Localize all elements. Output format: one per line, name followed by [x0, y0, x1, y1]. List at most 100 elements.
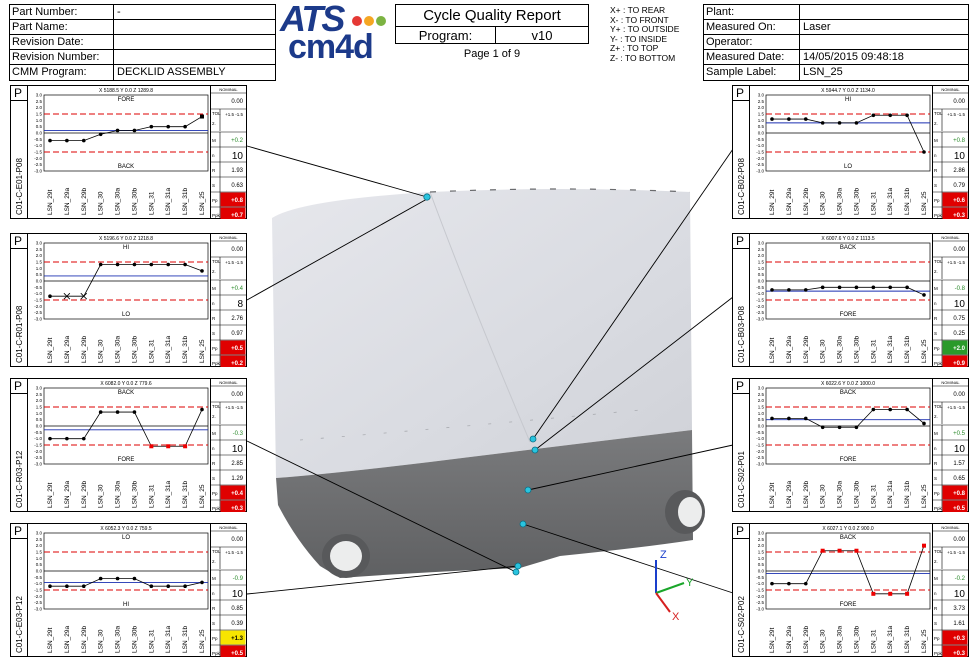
data-point[interactable] — [803, 416, 808, 421]
sample-label: LSN_25 — [921, 484, 928, 508]
data-point[interactable] — [81, 436, 86, 441]
data-point[interactable] — [149, 124, 154, 129]
data-point[interactable] — [115, 576, 120, 581]
data-point[interactable] — [888, 285, 893, 290]
data-point[interactable] — [854, 285, 859, 290]
data-point[interactable] — [166, 262, 171, 267]
data-point[interactable] — [837, 548, 842, 553]
measurement-points[interactable] — [423, 193, 539, 576]
chart-direction-bottom: HI — [123, 602, 129, 608]
data-point[interactable] — [81, 138, 86, 143]
data-point[interactable] — [820, 548, 825, 553]
data-point[interactable] — [183, 262, 187, 267]
data-point[interactable] — [98, 262, 103, 267]
data-point[interactable] — [132, 262, 137, 267]
data-point[interactable] — [98, 410, 103, 414]
range-label: R — [212, 316, 216, 321]
data-point[interactable] — [65, 138, 69, 143]
data-point[interactable] — [183, 584, 187, 588]
data-point[interactable] — [820, 121, 825, 125]
data-point[interactable] — [48, 138, 52, 143]
count-label: n — [934, 446, 937, 451]
data-point[interactable] — [200, 407, 204, 412]
data-point[interactable] — [166, 584, 171, 588]
data-point[interactable] — [770, 288, 774, 292]
data-point[interactable] — [149, 262, 154, 267]
data-point[interactable] — [837, 425, 842, 430]
data-point[interactable] — [922, 293, 926, 297]
data-point[interactable] — [854, 425, 859, 430]
data-point[interactable] — [48, 436, 52, 441]
data-point[interactable] — [820, 425, 825, 430]
data-point-outlier[interactable] — [63, 292, 71, 300]
data-point[interactable] — [115, 262, 120, 267]
data-point[interactable] — [183, 444, 188, 449]
data-point[interactable] — [787, 117, 791, 121]
data-point[interactable] — [871, 285, 876, 290]
data-point[interactable] — [787, 581, 791, 586]
data-point[interactable] — [98, 576, 103, 581]
data-point[interactable] — [837, 285, 842, 290]
data-point[interactable] — [200, 580, 204, 585]
data-point-outlier[interactable] — [80, 292, 88, 300]
data-point[interactable] — [48, 294, 52, 298]
data-point[interactable] — [65, 584, 69, 588]
data-point[interactable] — [200, 114, 204, 119]
data-point[interactable] — [803, 581, 808, 586]
data-point[interactable] — [888, 407, 893, 412]
data-point[interactable] — [871, 407, 876, 412]
data-point[interactable] — [803, 288, 808, 292]
data-point[interactable] — [132, 128, 137, 133]
data-point[interactable] — [149, 444, 154, 449]
data-point[interactable] — [922, 150, 926, 154]
data-point[interactable] — [888, 113, 893, 118]
data-point[interactable] — [820, 285, 825, 290]
data-point[interactable] — [81, 584, 86, 588]
data-point[interactable] — [905, 113, 909, 118]
data-point[interactable] — [871, 591, 876, 596]
y-tick-label: 1.5 — [36, 405, 43, 410]
data-point[interactable] — [149, 584, 154, 588]
data-point[interactable] — [837, 121, 842, 125]
data-point[interactable] — [871, 113, 876, 118]
data-point[interactable] — [115, 128, 120, 133]
data-point[interactable] — [183, 124, 187, 129]
data-point[interactable] — [770, 416, 774, 421]
data-point[interactable] — [115, 410, 120, 414]
data-point[interactable] — [48, 584, 52, 588]
data-point[interactable] — [787, 288, 791, 292]
mean-label: M — [212, 138, 216, 143]
data-point[interactable] — [770, 581, 774, 586]
data-point[interactable] — [132, 410, 137, 414]
data-point[interactable] — [132, 576, 137, 581]
data-point[interactable] — [905, 591, 910, 596]
count-label: n — [934, 301, 937, 306]
data-point[interactable] — [888, 591, 893, 596]
data-point[interactable] — [166, 444, 171, 449]
data-point[interactable] — [905, 285, 909, 290]
sample-label: LSN_31 — [870, 629, 877, 653]
y-tick-label: -3.0 — [756, 317, 764, 322]
data-point[interactable] — [65, 436, 69, 441]
data-point[interactable] — [803, 117, 808, 121]
data-point[interactable] — [200, 269, 204, 273]
data-point[interactable] — [770, 117, 774, 121]
data-point[interactable] — [922, 543, 926, 548]
data-point[interactable] — [922, 421, 926, 426]
data-point[interactable] — [854, 121, 859, 125]
count-value: 10 — [954, 151, 966, 162]
data-point[interactable] — [98, 132, 103, 137]
data-point[interactable] — [787, 416, 791, 421]
data-point[interactable] — [166, 124, 171, 129]
data-point[interactable] — [854, 548, 859, 553]
data-point[interactable] — [905, 407, 909, 412]
